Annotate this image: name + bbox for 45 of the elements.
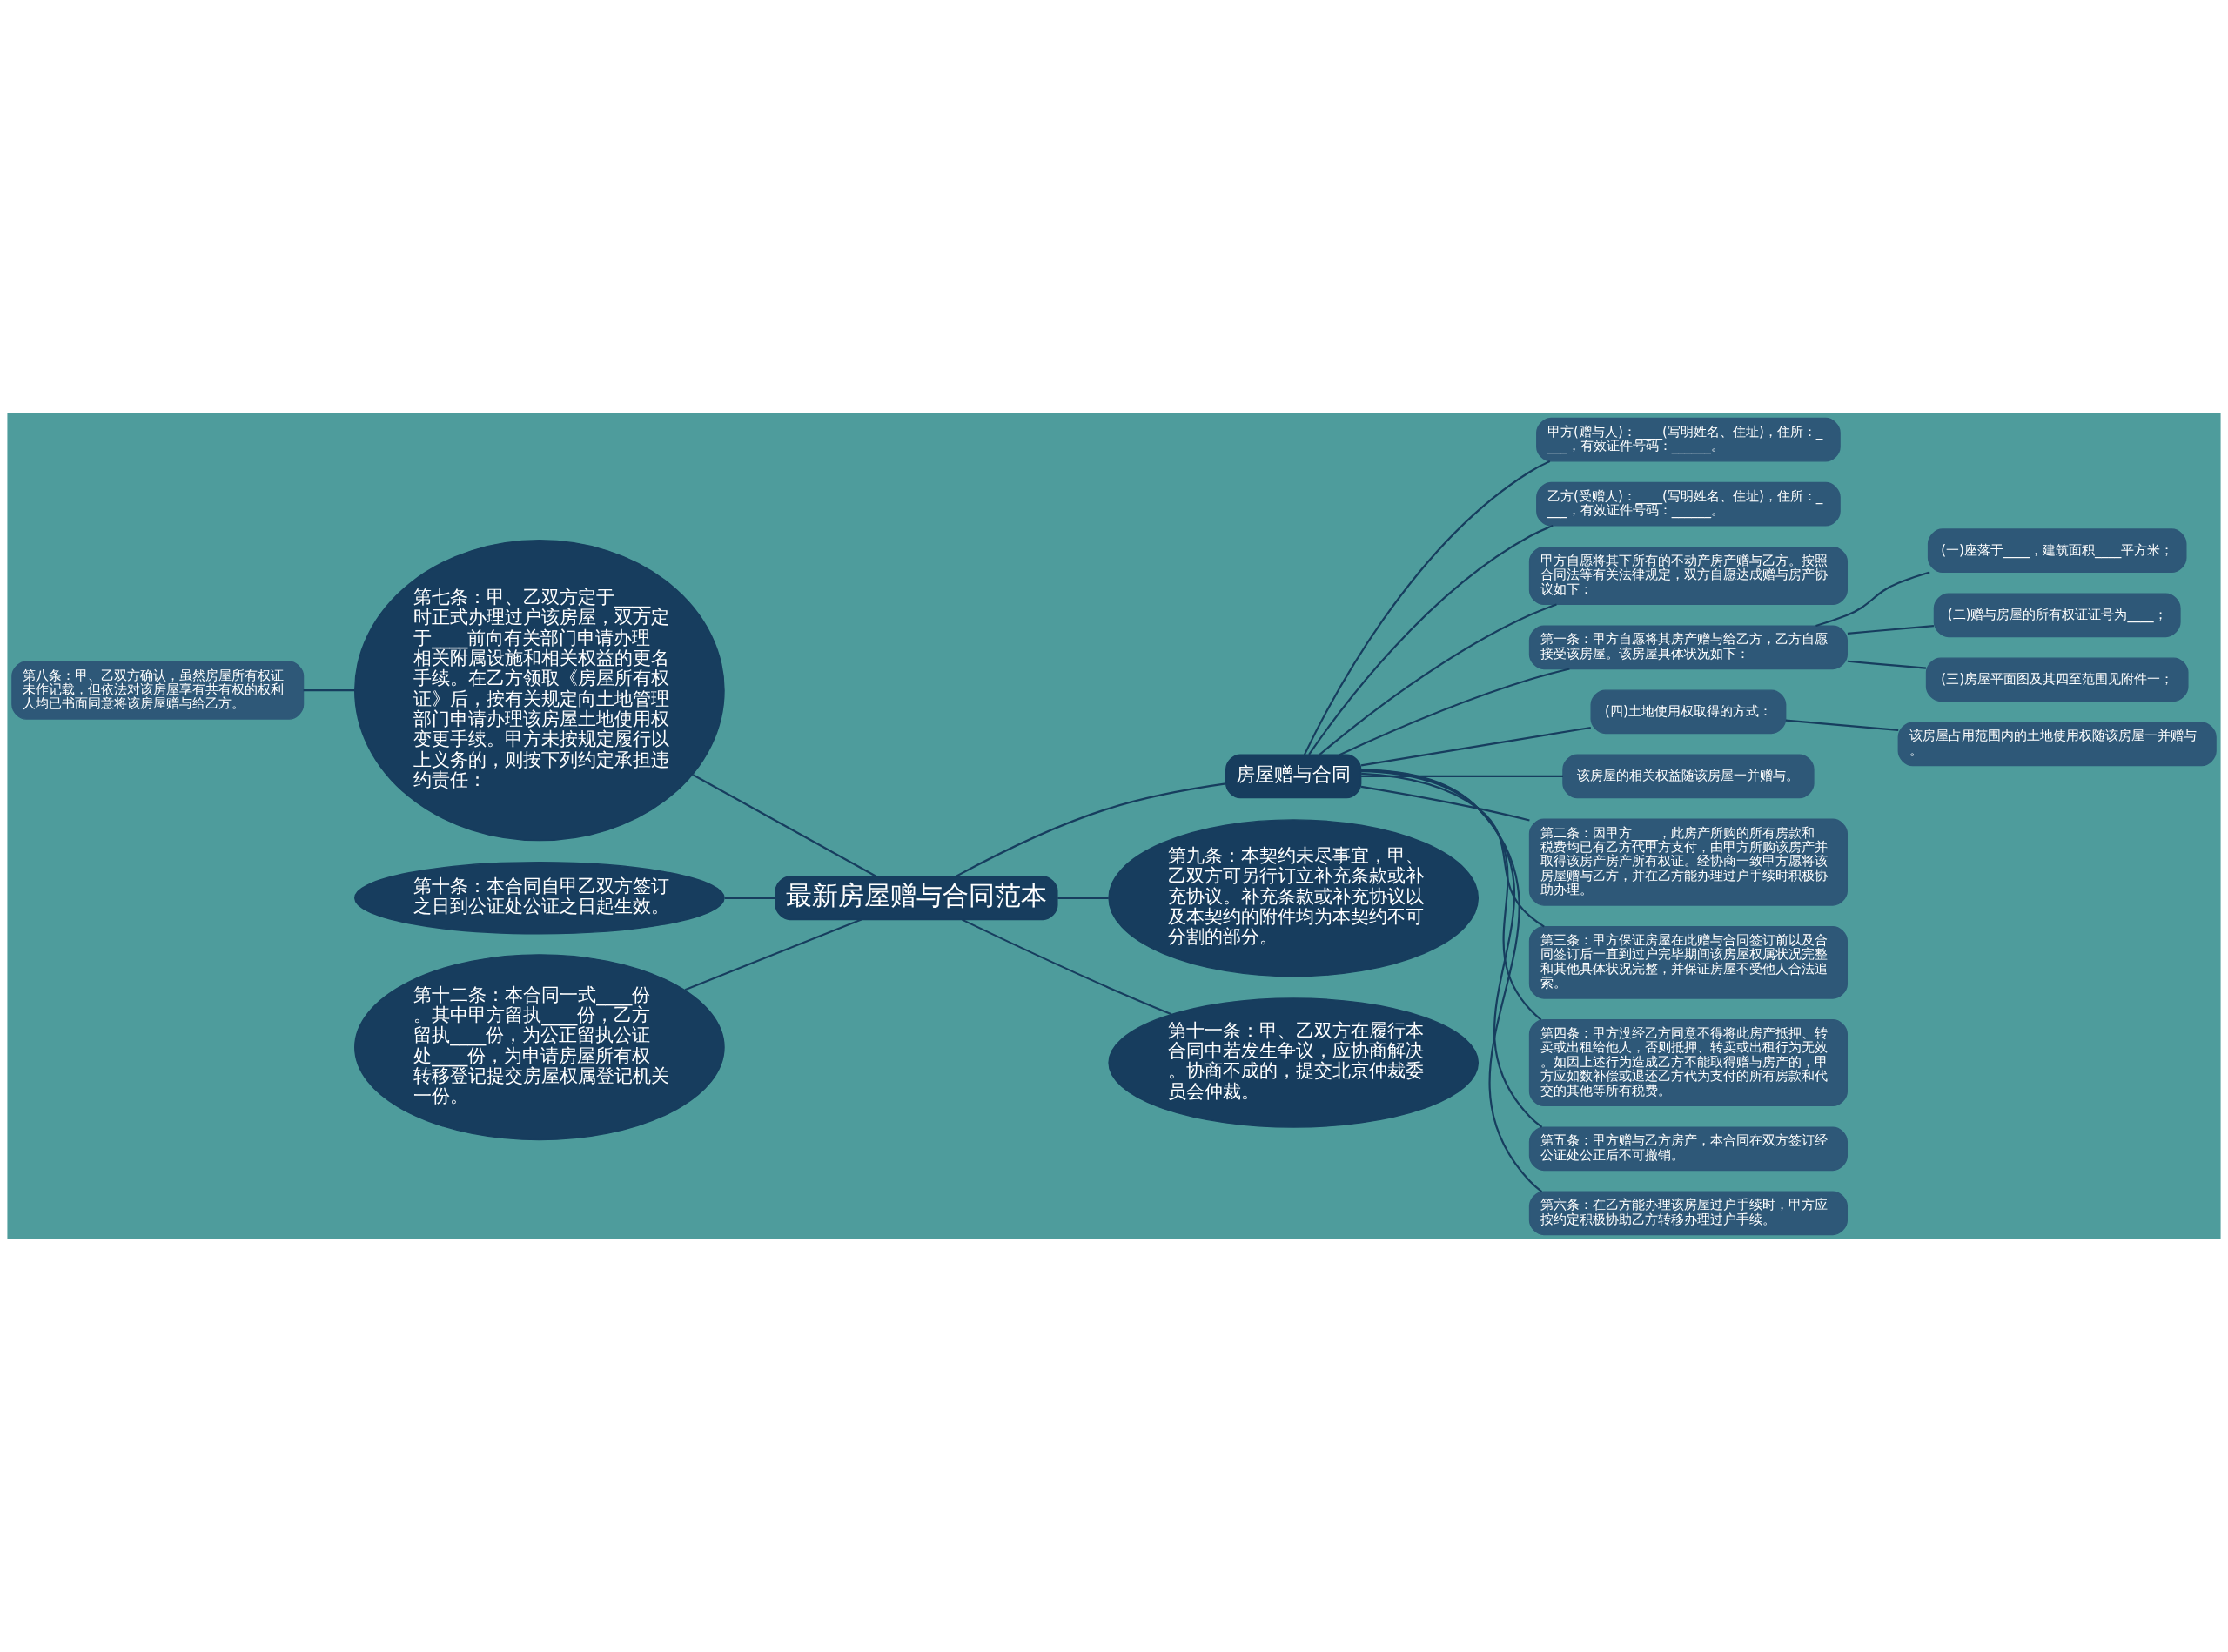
node-box: 最新房屋赠与合同范本 <box>775 875 1058 920</box>
connector <box>1847 624 1935 635</box>
node-box: 第八条：甲、乙双方确认，虽然房屋所有权证未作记载，但依法对该房屋享有共有权的权利人均已书面同意将该房屋赠与给乙方。 <box>11 661 305 720</box>
node-box: (三)房屋平面图及其四至范围见附件一； <box>1925 656 2189 702</box>
connector <box>684 917 862 991</box>
connector <box>1360 769 1542 1020</box>
connector <box>1339 667 1570 755</box>
connector <box>1308 524 1554 755</box>
connector <box>1361 772 1545 928</box>
node-box: (四)土地使用权取得的方式： <box>1590 688 1787 734</box>
node-box: 第五条：甲方赠与乙方房产，本合同在双方签订经公证处公正后不可撤销。 <box>1528 1125 1848 1171</box>
connector <box>1319 603 1557 755</box>
connector <box>1847 660 1926 669</box>
connector <box>1360 726 1591 766</box>
connector <box>1785 718 1899 731</box>
connector <box>1361 775 1563 777</box>
node-ellipse: 第十二条：本合同一式____份。其中甲方留执____份，乙方留执____份，为公正留执公证处____份，为申请房屋所有权转移登记提交房屋权属登记机关一份。 <box>354 953 725 1140</box>
node-box: (一)座落于____，建筑面积____平方米； <box>1927 527 2187 573</box>
node-box: 乙方(受赠人)：____(写明姓名、住址)，住所：____，有效证件号码：______。 <box>1536 481 1841 527</box>
connector <box>1361 769 1543 1192</box>
connector <box>1057 897 1109 899</box>
node-box: 甲方(赠与人)：____(写明姓名、住址)，住所：____，有效证件号码：______。 <box>1536 417 1841 462</box>
connector <box>1303 460 1551 755</box>
connector <box>955 782 1226 877</box>
node-box: (二)赠与房屋的所有权证证号为____； <box>1933 592 2181 637</box>
node-ellipse: 第十一条：甲、乙双方在履行本合同中若发生争议，应协商解决。协商不成的，提交北京仲裁委员会仲裁。 <box>1108 997 1480 1128</box>
node-box: 第四条：甲方没经乙方同意不得将此房产抵押、转卖或出租给他人，否则抵押、转卖或出租行为无效。如因上述行为造成乙方不能取得赠与房产的，甲方应如数补偿或退还乙方代为支付的所有房款和代交的其他等所有税费。 <box>1528 1018 1848 1106</box>
node-box: 房屋赠与合同 <box>1225 754 1362 798</box>
node-box: 第一条：甲方自愿将其房产赠与给乙方，乙方自愿接受该房屋。该房屋具体状况如下： <box>1528 624 1848 669</box>
node-ellipse: 第十条：本合同自甲乙双方签订之日到公证处公证之日起生效。 <box>354 861 725 934</box>
node-box: 该房屋的相关权益随该房屋一并赠与。 <box>1562 754 1815 798</box>
node-box: 第六条：在乙方能办理该房屋过户手续时，甲方应按约定积极协助乙方转移办理过户手续。 <box>1528 1190 1848 1235</box>
node-box: 该房屋占用范围内的土地使用权随该房屋一并赠与。 <box>1897 722 2217 766</box>
connector <box>1360 785 1530 822</box>
connector <box>1360 769 1543 1128</box>
node-ellipse: 第七条：甲、乙双方定于____时正式办理过户该房屋，双方定于____前向有关部门申请办理相关附属设施和相关权益的更名手续。在乙方领取《房屋所有权证》后，按有关规定向土地管理部门申请办理该房屋土地使用权变更手续。甲方未按规定履行以上义务的，则按下列约定承担违约责任： <box>354 539 725 841</box>
connector <box>1815 570 1930 627</box>
connector <box>724 897 775 899</box>
node-box: 甲方自愿将其下所有的不动产房产赠与乙方。按照合同法等有关法律规定，双方自愿达成赠与房产协议如下： <box>1528 546 1848 605</box>
connector <box>962 918 1172 1015</box>
connector <box>303 688 355 691</box>
node-ellipse: 第九条：本契约未尽事宜，甲、乙双方可另行订立补充条款或补充协议。补充条款或补充协议以及本契约的附件均为本契约不可分割的部分。 <box>1108 818 1480 977</box>
node-box: 第三条：甲方保证房屋在此赠与合同签订前以及合同签订后一直到过户完毕期间该房屋权属状况完整和其他具体状况完整，并保证房屋不受他人合法追索。 <box>1528 925 1848 999</box>
connector <box>692 773 877 877</box>
node-box: 第二条：因甲方____，此房产所购的所有房款和税费均已有乙方代甲方支付，由甲方所购该房产并取得该房产房产所有权证。经协商一致甲方愿将该房屋赠与乙方，并在乙方能办理过户手续时积极协助办理。 <box>1528 818 1848 906</box>
